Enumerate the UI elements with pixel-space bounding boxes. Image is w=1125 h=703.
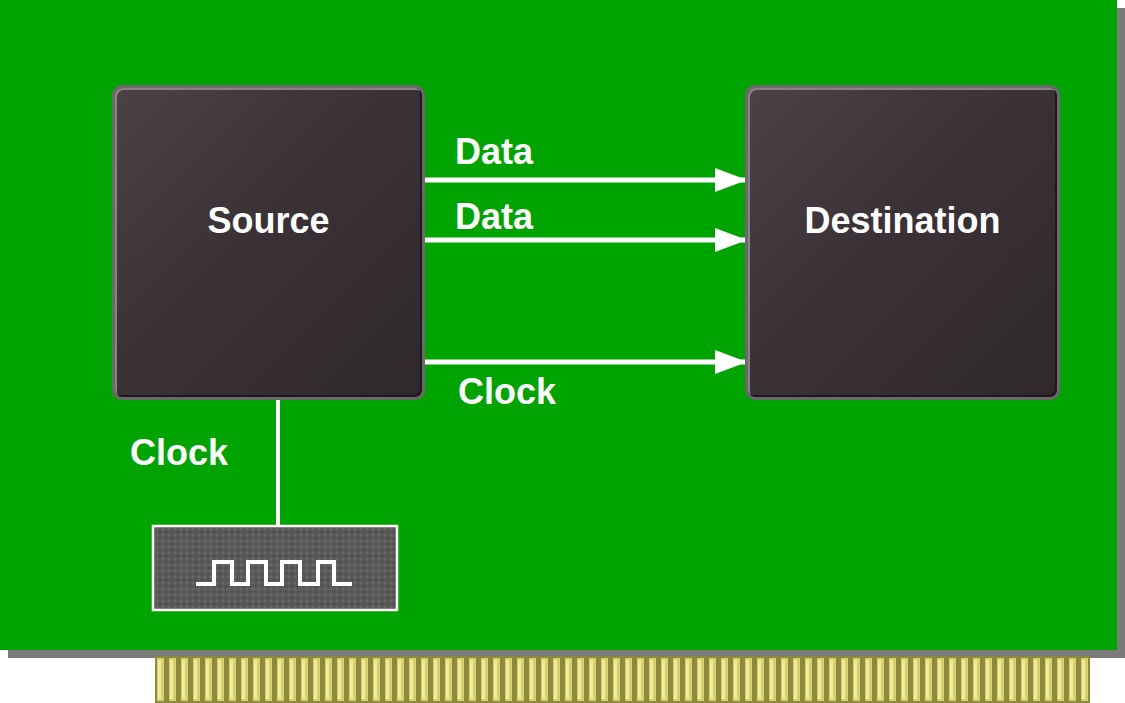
clock-wire bbox=[276, 400, 280, 527]
edge-connector bbox=[155, 656, 1090, 703]
chip-box: Destination bbox=[745, 85, 1060, 400]
chip-label: Source bbox=[115, 201, 422, 241]
signal-name: Clock bbox=[458, 372, 556, 412]
circuit-board bbox=[0, 0, 1117, 650]
signal-arrow bbox=[425, 360, 745, 365]
signal-arrow bbox=[425, 238, 745, 243]
signal-name: Clock bbox=[130, 433, 228, 473]
chip-box: Source bbox=[112, 85, 425, 400]
chip-label: Destination bbox=[748, 201, 1057, 241]
signal-name: Data bbox=[455, 197, 533, 237]
oscillator bbox=[153, 526, 397, 610]
square-wave-symbol bbox=[196, 562, 352, 584]
signal-arrow bbox=[425, 178, 745, 183]
signal-name: Data bbox=[455, 132, 533, 172]
